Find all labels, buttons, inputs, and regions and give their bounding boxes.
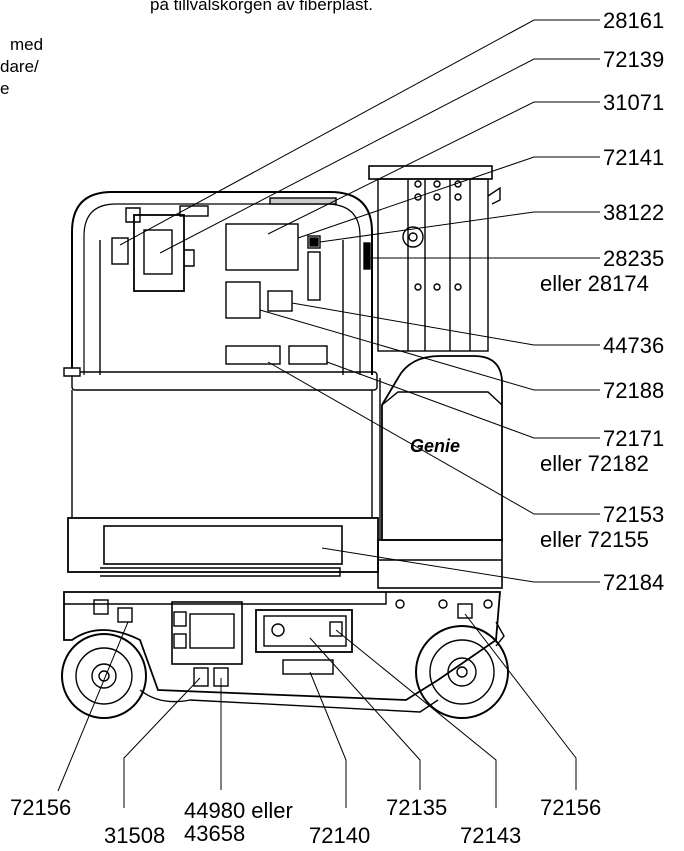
mast <box>368 165 501 352</box>
callout-72171: 72171 <box>603 426 665 451</box>
control-box <box>111 205 209 292</box>
side-note-line-1: med <box>10 35 44 54</box>
callout-72156-left: 72156 <box>10 795 72 820</box>
callout-72141: 72141 <box>603 145 665 170</box>
callout-72143: 72143 <box>460 823 522 848</box>
platform-guardrail <box>63 191 381 540</box>
right-wheel <box>415 621 509 719</box>
decal-28235-shape <box>307 251 321 301</box>
callout-28235: 28235 <box>603 246 665 271</box>
callout-72184: 72184 <box>603 570 665 595</box>
leader-lines <box>57 19 600 808</box>
chassis <box>63 591 501 713</box>
callout-72153: 72153 <box>603 502 665 527</box>
decal-72188-shape <box>225 281 261 319</box>
decal-72153-shape <box>225 345 281 365</box>
callout-72140: 72140 <box>309 823 371 848</box>
callout-44980: 44980 eller <box>184 798 293 823</box>
callout-72135: 72135 <box>386 795 448 820</box>
caption-top: på tillvalskorgen av fiberplast. <box>150 0 374 14</box>
callout-38122: 38122 <box>603 200 665 225</box>
callout-72182: eller 72182 <box>540 451 649 476</box>
callout-72156-right: 72156 <box>540 795 602 820</box>
callout-43658: 43658 <box>184 821 246 846</box>
callout-72188: 72188 <box>603 378 665 403</box>
callout-44736: 44736 <box>603 333 665 358</box>
callout-72155: eller 72155 <box>540 527 649 552</box>
decal-44736-shape <box>267 290 293 312</box>
decal-31071-shape <box>225 223 299 271</box>
callout-28161: 28161 <box>603 8 665 33</box>
platform-footboard <box>67 517 379 577</box>
callout-31071: 31071 <box>603 90 665 115</box>
side-note-line-2: dare/ <box>0 57 39 76</box>
callout-31508: 31508 <box>104 823 166 848</box>
callout-28174: eller 28174 <box>540 271 649 296</box>
left-wheel <box>61 633 147 719</box>
callout-72139: 72139 <box>603 47 665 72</box>
decal-72171-shape <box>288 345 328 365</box>
side-note-line-3: e <box>0 79 10 98</box>
mast-housing: Genie <box>377 355 503 589</box>
brand-logo: Genie <box>410 436 460 456</box>
